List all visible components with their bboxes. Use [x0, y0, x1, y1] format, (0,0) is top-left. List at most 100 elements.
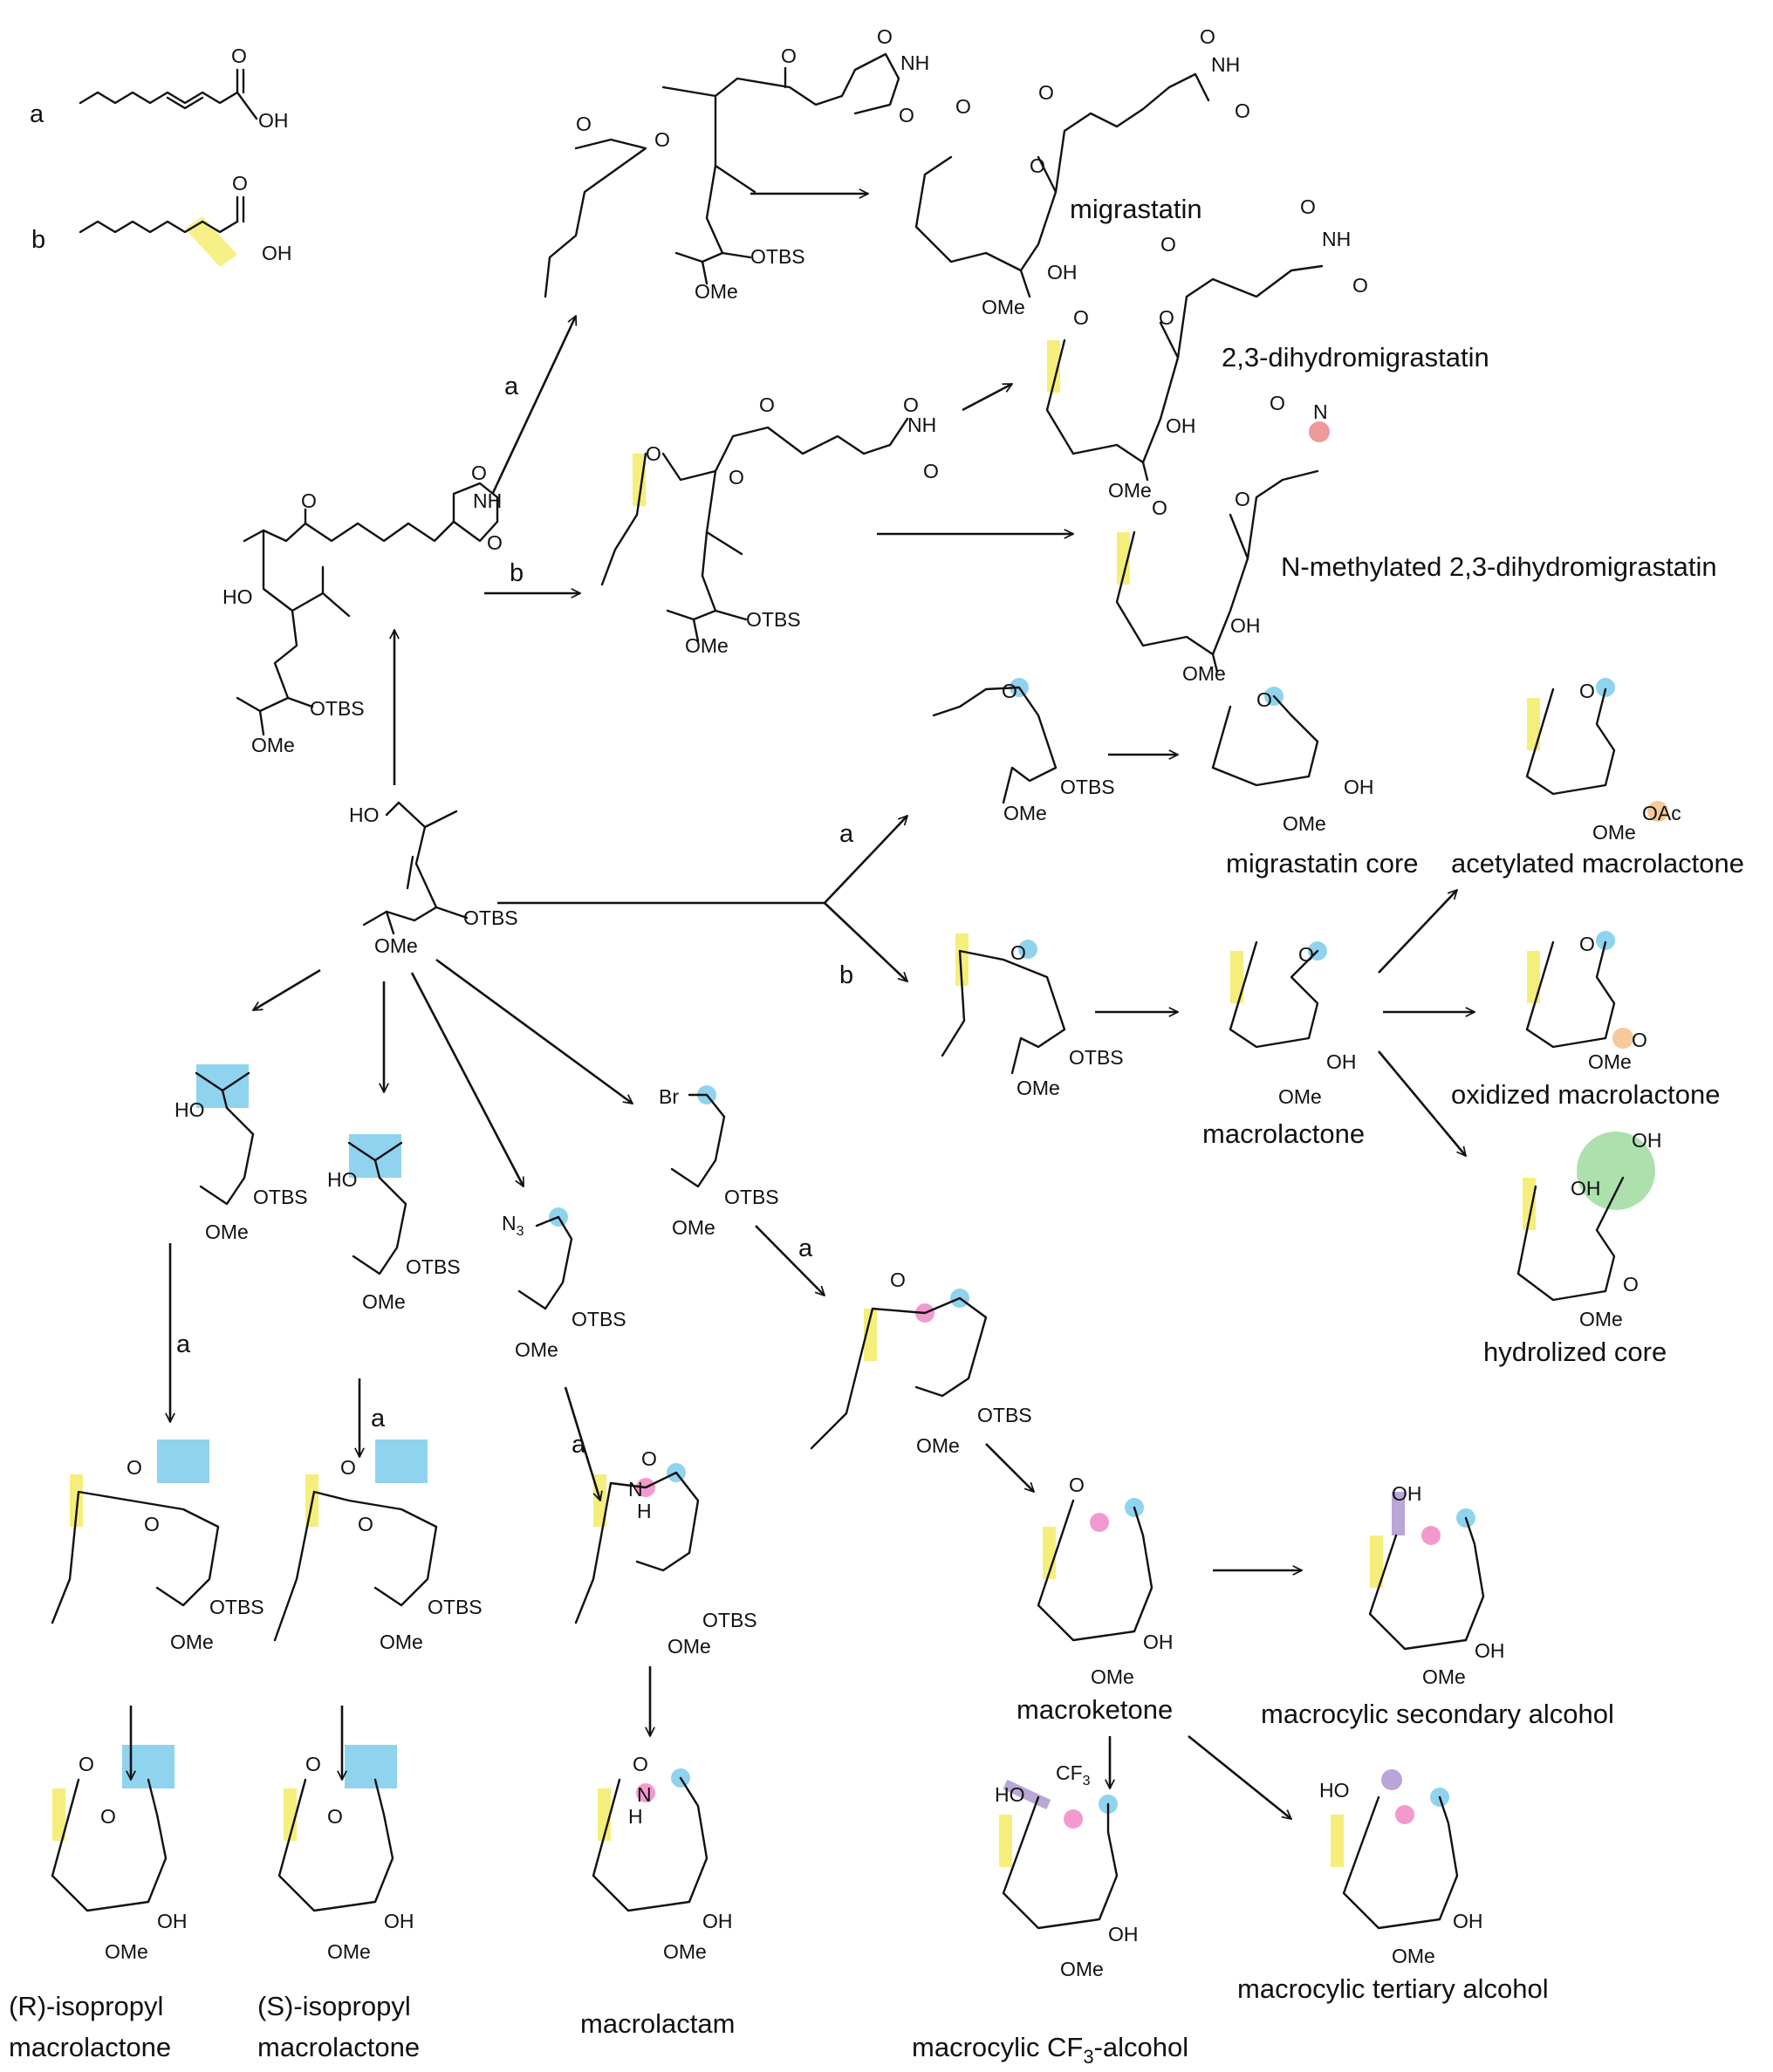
arrow: [435, 958, 633, 1104]
atom-o: O: [471, 462, 487, 484]
arrow: [1378, 890, 1457, 974]
atom-ome: OMe: [982, 296, 1025, 318]
label-b: b: [510, 559, 524, 587]
blue-highlight: [345, 1745, 397, 1788]
name-oxidized: oxidized macrolactone: [1451, 1079, 1720, 1110]
yellow-highlight: [1117, 532, 1130, 585]
s-isopropyl-macrolactone: O O OH OMe: [277, 1745, 414, 1963]
atom-oh: OH: [702, 1910, 733, 1932]
blue-highlight: [1018, 940, 1037, 959]
purple-highlight: [1392, 1492, 1405, 1535]
dihydromigrastatin-structure: O O O O NH O OMe OH: [1045, 195, 1368, 502]
ester-a-top: O O NH O O O OTBS OMe: [544, 25, 929, 303]
atom-o: O: [487, 531, 503, 554]
atom-ome: OMe: [672, 1216, 715, 1239]
atom-o: O: [890, 1269, 906, 1291]
atom-ome: OMe: [362, 1290, 406, 1313]
atom-o: O: [232, 172, 248, 195]
atom-o: O: [301, 489, 317, 512]
name-migrastatin-core: migrastatin core: [1226, 848, 1419, 879]
yellow-highlight: [52, 1788, 65, 1841]
atom-oh: OH: [258, 109, 289, 132]
atom-o: O: [231, 44, 247, 67]
yellow-highlight: [70, 1474, 83, 1527]
atom-ome: OMe: [105, 1940, 148, 1963]
atom-o: O: [1298, 943, 1314, 966]
yellow-highlight: [598, 1788, 611, 1841]
atom-oh: OH: [1047, 261, 1078, 284]
yellow-highlight: [999, 1815, 1012, 1867]
secondary-alcohol-structure: OH OH OMe: [1368, 1482, 1505, 1688]
arrow: [755, 1225, 825, 1296]
red-highlight: [1309, 421, 1330, 442]
yellow-highlight: [185, 216, 237, 267]
atom-cf3: CF3: [1056, 1761, 1091, 1788]
yellow-highlight: [633, 454, 646, 506]
blue-highlight: [1596, 678, 1615, 697]
atom-ome: OMe: [1091, 1665, 1134, 1688]
yellow-highlight: [864, 1309, 877, 1361]
ester-r: O O OTBS OMe: [51, 1439, 264, 1653]
atom-o: O: [340, 1456, 356, 1479]
name-cf3-alcohol: macrocylic CF3-alcohol: [912, 2032, 1188, 2068]
atom-o: O: [641, 1447, 657, 1470]
atom-otbs: OTBS: [572, 1308, 626, 1330]
atom-ome: OMe: [515, 1338, 558, 1361]
atom-ome: OMe: [667, 1635, 711, 1658]
yellow-highlight: [284, 1788, 297, 1841]
pink-highlight: [1090, 1513, 1109, 1532]
atom-o: O: [633, 1753, 648, 1775]
atom-ome: OMe: [374, 934, 418, 957]
name-s-iso-2: macrolactone: [257, 2032, 420, 2062]
atom-otbs: OTBS: [724, 1186, 779, 1208]
atom-o: O: [1159, 306, 1174, 329]
name-sec-alcohol: macrocylic secondary alcohol: [1261, 1699, 1614, 1729]
yellow-highlight: [955, 933, 969, 986]
atom-n: N: [628, 1478, 643, 1501]
atom-o: O: [1069, 1474, 1085, 1496]
blue-highlight: [157, 1439, 209, 1483]
atom-otbs: OTBS: [750, 245, 805, 268]
atom-ho: HO: [995, 1783, 1025, 1806]
atom-ome: OMe: [1060, 1958, 1104, 1980]
acid-a: a O OH: [30, 44, 289, 132]
name-nmethyl: N-methylated 2,3-dihydromigrastatin: [1281, 551, 1717, 582]
yellow-highlight: [1047, 340, 1060, 393]
atom-n: N: [637, 1783, 652, 1806]
atom-o: O: [327, 1805, 343, 1828]
yellow-highlight: [1527, 951, 1540, 1003]
atom-o: O: [903, 393, 919, 416]
atom-nh: NH: [900, 51, 929, 74]
orange-highlight: [1612, 1028, 1633, 1049]
atom-o: O: [1235, 488, 1250, 510]
atom-o: O: [576, 113, 592, 135]
atom-o: O: [358, 1513, 373, 1535]
atom-ho: HO: [175, 1098, 205, 1121]
atom-o: O: [305, 1753, 321, 1775]
arrow: [962, 382, 1012, 412]
macrolactone-structure: O OH OMe: [1229, 940, 1357, 1108]
atom-h: H: [637, 1500, 652, 1522]
name-r-iso-2: macrolactone: [9, 2032, 171, 2062]
ester-a-core: O OTBS OMe: [932, 678, 1115, 824]
atom-oh: OH: [1453, 1910, 1483, 1932]
atom-otbs: OTBS: [1060, 776, 1115, 798]
atom-oh: OH: [1571, 1177, 1601, 1200]
atom-oh: OH: [1326, 1050, 1357, 1073]
label-a: a: [798, 1234, 813, 1262]
atom-o: O: [1579, 680, 1595, 702]
atom-ome: OMe: [1003, 802, 1047, 824]
pink-highlight: [636, 1783, 655, 1802]
acetylated-structure: O OAc OMe: [1525, 678, 1681, 844]
atom-otbs: OTBS: [253, 1186, 308, 1208]
macrolactam-structure: O N H OH OMe: [592, 1753, 733, 1963]
migrastatin-core-structure: O OH OMe: [1211, 687, 1374, 835]
atom-br: Br: [659, 1085, 679, 1108]
atom-ome: OMe: [380, 1631, 423, 1653]
name-migrastatin: migrastatin: [1070, 194, 1202, 224]
atom-o: O: [1030, 154, 1045, 177]
ester-b-core: O OTBS OMe: [941, 933, 1124, 1099]
yellow-highlight: [1523, 1178, 1536, 1230]
name-macrolactam: macrolactam: [580, 2008, 735, 2039]
